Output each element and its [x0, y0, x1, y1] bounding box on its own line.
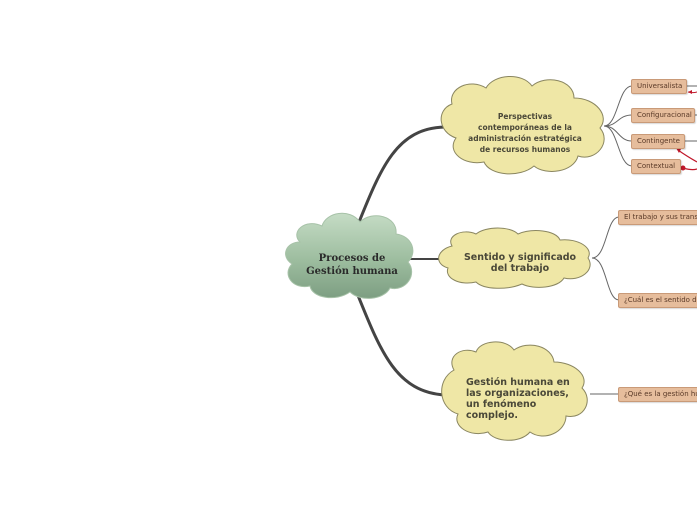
leaf-topic-trabajo-transformaciones[interactable]: El trabajo y sus transformaciones	[618, 210, 697, 225]
root-topic[interactable]: Procesos de Gestión humana	[306, 253, 398, 277]
connector-b2-leaf-1	[591, 216, 620, 259]
connector-b1-contextual	[603, 125, 633, 167]
leaf-topic-contingente[interactable]: Contingente	[631, 134, 685, 149]
connector-b1-configuracional	[603, 114, 633, 127]
branch-topic-perspectivas[interactable]: Perspectivas contemporáneas de la admini…	[468, 112, 582, 154]
leaf-topic-universalista[interactable]: Universalista	[631, 79, 687, 94]
leaf-topic-que-es-gestion-humana[interactable]: ¿Qué es la gestión humana?	[618, 387, 697, 402]
connector-b1-universalista	[603, 85, 633, 127]
connector-root-branch-1	[353, 125, 446, 233]
leaf-topic-configuracional[interactable]: Configuracional	[631, 108, 695, 123]
connector-b2-leaf-2	[591, 257, 620, 301]
connector-root-branch-3	[353, 287, 446, 397]
connector-b1-contingente	[603, 125, 633, 142]
relation-dot-2	[680, 165, 686, 171]
branch-cloud-2-shape	[438, 227, 591, 289]
branch-topic-sentido[interactable]: Sentido y significado del trabajo	[463, 252, 577, 274]
branch-cloud-3-shape	[441, 341, 588, 441]
root-cloud-shape	[285, 212, 414, 299]
relation-arrow-1	[688, 90, 692, 94]
branch-cloud-1-shape	[440, 76, 605, 175]
branch-topic-gestion-humana[interactable]: Gestión humana en las organizaciones, un…	[466, 377, 570, 421]
relation-arrow-3	[676, 148, 681, 153]
leaf-topic-sentido-del-trabajo[interactable]: ¿Cuál es el sentido del trabajo?	[618, 293, 697, 308]
leaf-topic-contextual[interactable]: Contextual	[631, 159, 681, 174]
